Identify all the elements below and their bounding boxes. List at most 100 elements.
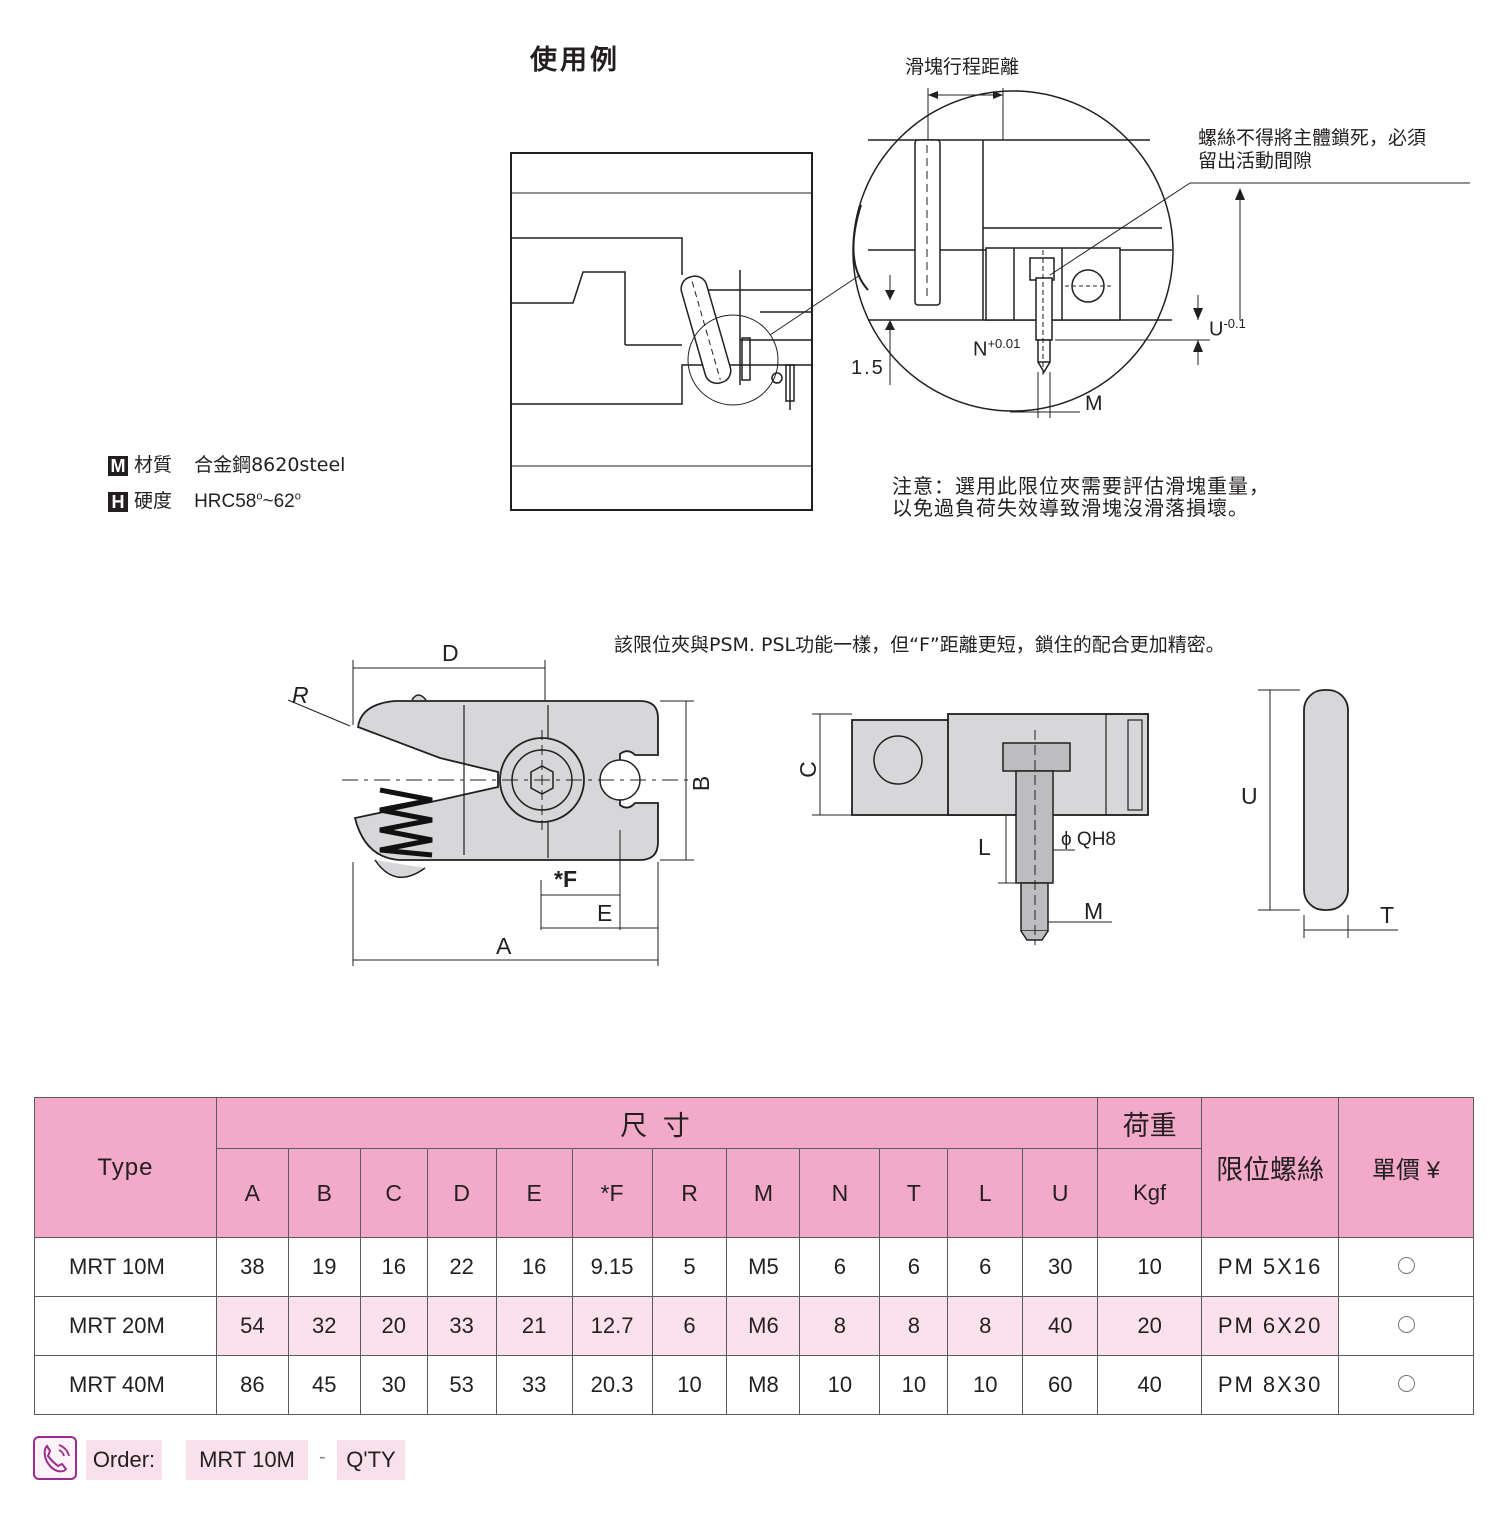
col-header-e: E <box>495 1148 573 1238</box>
cell-d: 53 <box>426 1355 497 1415</box>
dim-u-tol: -0.1 <box>1223 316 1246 331</box>
cell-r: 5 <box>651 1237 728 1297</box>
slide-travel-label: 滑塊行程距離 <box>905 56 1020 78</box>
cell-price <box>1338 1237 1474 1297</box>
dim-label-d: D <box>442 640 459 666</box>
pin-view <box>1258 689 1398 938</box>
order-qty: Q'TY <box>337 1440 405 1480</box>
hardness-degree-1: o <box>256 490 263 503</box>
caution-line2: 以免過負荷失效導致滑塊沒滑落損壞。 <box>892 496 1249 520</box>
dim-label-c: C <box>794 761 821 778</box>
price-circle-icon <box>1397 1257 1415 1274</box>
cell-t: 10 <box>879 1355 949 1415</box>
dim-n-tol: +0.01 <box>987 336 1021 351</box>
dim-label-t: T <box>1380 902 1395 928</box>
usage-title: 使用例 <box>530 45 620 76</box>
phone-icon <box>33 1436 77 1480</box>
hardness-line: H 硬度 HRC58o~62o <box>108 486 301 513</box>
hardness-value-main: HRC58 <box>194 491 257 512</box>
cell-b: 45 <box>287 1355 361 1415</box>
dim-u-label: U-0.1 <box>1209 316 1246 342</box>
cell-d: 33 <box>426 1296 497 1356</box>
order-example: MRT 10M <box>186 1440 308 1480</box>
cell-a: 86 <box>215 1355 289 1415</box>
screw-header: 限位螺絲 <box>1201 1097 1340 1238</box>
description-text: 該限位夾與PSM. PSL功能一樣，但“F”距離更短，鎖住的配合更加精密。 <box>614 634 1225 656</box>
cell-l: 8 <box>947 1296 1024 1356</box>
cell-c: 30 <box>359 1355 428 1415</box>
col-header-b: B <box>287 1148 361 1238</box>
cell-t: 6 <box>879 1237 949 1297</box>
cell-load: 40 <box>1097 1355 1203 1415</box>
cell-r: 10 <box>651 1355 728 1415</box>
cell-e: 21 <box>495 1296 573 1356</box>
cell-a: 54 <box>215 1296 289 1356</box>
col-header-m: M <box>726 1148 801 1238</box>
dim-label-a: A <box>496 933 512 959</box>
cell-price <box>1338 1355 1474 1415</box>
price-header: 單價 ¥ <box>1338 1097 1474 1238</box>
col-header-a: A <box>215 1148 289 1238</box>
dim-label-qh8: ϕ QH8 <box>1061 829 1116 850</box>
col-header-u: U <box>1022 1148 1099 1238</box>
cell-f: 9.15 <box>571 1237 653 1297</box>
cell-load: 10 <box>1097 1237 1203 1297</box>
cell-c: 16 <box>359 1237 428 1297</box>
dim-m-label-usage: M <box>1085 392 1103 415</box>
cell-load: 20 <box>1097 1296 1203 1356</box>
cell-l: 10 <box>947 1355 1024 1415</box>
cell-l: 6 <box>947 1237 1024 1297</box>
spec-table: Type 尺 寸 荷重 限位螺絲 單價 ¥ A B C D E *F R M N… <box>34 1097 1474 1415</box>
cell-c: 20 <box>359 1296 428 1356</box>
screw-note-line2: 留出活動間隙 <box>1198 150 1313 172</box>
table-row: MRT 10M 38 19 16 22 16 9.15 5 M5 6 6 6 3… <box>34 1237 1474 1297</box>
cell-u: 60 <box>1022 1355 1099 1415</box>
col-header-c: C <box>359 1148 428 1238</box>
cell-m: M8 <box>726 1355 801 1415</box>
dim-label-e: E <box>597 900 613 926</box>
hardness-badge: H <box>108 491 128 512</box>
clamp-side-view <box>812 713 1149 945</box>
dim-label-r: R <box>292 682 309 708</box>
cell-r: 6 <box>651 1296 728 1356</box>
cell-screw: PM 5X16 <box>1201 1237 1340 1297</box>
hardness-label: 硬度 <box>134 490 173 512</box>
material-value: 合金鋼8620steel <box>194 454 346 476</box>
type-header: Type <box>34 1097 217 1238</box>
hardness-value-max: ~62 <box>262 491 295 512</box>
table-row: MRT 40M 86 45 30 53 33 20.3 10 M8 10 10 … <box>34 1355 1474 1415</box>
table-row: MRT 20M 54 32 20 33 21 12.7 6 M6 8 8 8 4… <box>34 1296 1474 1356</box>
col-header-r: R <box>651 1148 728 1238</box>
material-label: 材質 <box>134 454 173 476</box>
clamp-top-view <box>287 660 700 966</box>
cell-u: 40 <box>1022 1296 1099 1356</box>
price-circle-icon <box>1397 1375 1415 1392</box>
cell-m: M5 <box>726 1237 801 1297</box>
hardness-value: HRC58o~62o <box>194 491 301 512</box>
cell-screw: PM 6X20 <box>1201 1296 1340 1356</box>
cell-b: 32 <box>287 1296 361 1356</box>
cell-e: 16 <box>495 1237 573 1297</box>
dim-1-5-label: 1.5 <box>851 357 885 379</box>
order-label: Order: <box>86 1440 162 1480</box>
caution-line1: 注意：選用此限位夾需要評估滑塊重量， <box>892 474 1270 498</box>
load-unit: Kgf <box>1097 1148 1203 1238</box>
row-type: MRT 40M <box>34 1355 217 1415</box>
cell-d: 22 <box>426 1237 497 1297</box>
cell-f: 12.7 <box>571 1296 653 1356</box>
cell-b: 19 <box>287 1237 361 1297</box>
size-header: 尺 寸 <box>215 1097 1099 1149</box>
dim-n-label: N+0.01 <box>973 336 1020 362</box>
price-circle-icon <box>1397 1316 1415 1333</box>
dim-n-text: N <box>973 338 988 361</box>
col-header-n: N <box>799 1148 881 1238</box>
cell-n: 6 <box>799 1237 881 1297</box>
dim-label-l: L <box>978 834 991 860</box>
cell-n: 10 <box>799 1355 881 1415</box>
dim-label-u: U <box>1241 783 1258 809</box>
row-type: MRT 10M <box>34 1237 217 1297</box>
col-header-t: T <box>879 1148 949 1238</box>
